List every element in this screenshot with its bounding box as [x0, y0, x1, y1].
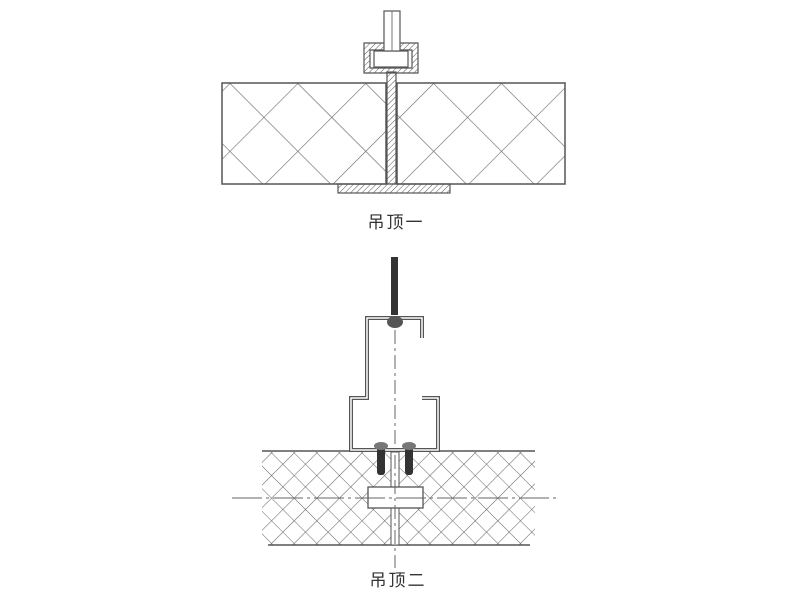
bolt-head: [373, 50, 409, 68]
ceiling-type-two: [232, 257, 558, 568]
left-screw: [377, 447, 385, 475]
right-sandwich-panel: [396, 82, 566, 185]
left-screw-head: [374, 442, 388, 450]
c-channel-inner-gap: [350, 317, 439, 451]
caption-ceiling-one: 吊顶一: [367, 213, 425, 233]
threaded-rod: [391, 257, 398, 315]
right-screw: [405, 447, 413, 475]
right-screw-head: [402, 442, 416, 450]
left-sandwich-panel: [221, 82, 387, 185]
t-profile-web: [386, 71, 397, 185]
t-profile-flange: [337, 183, 451, 194]
ceiling-type-one: [221, 10, 566, 194]
caption-ceiling-two: 吊顶二: [369, 571, 427, 591]
rod-nut: [387, 316, 403, 328]
